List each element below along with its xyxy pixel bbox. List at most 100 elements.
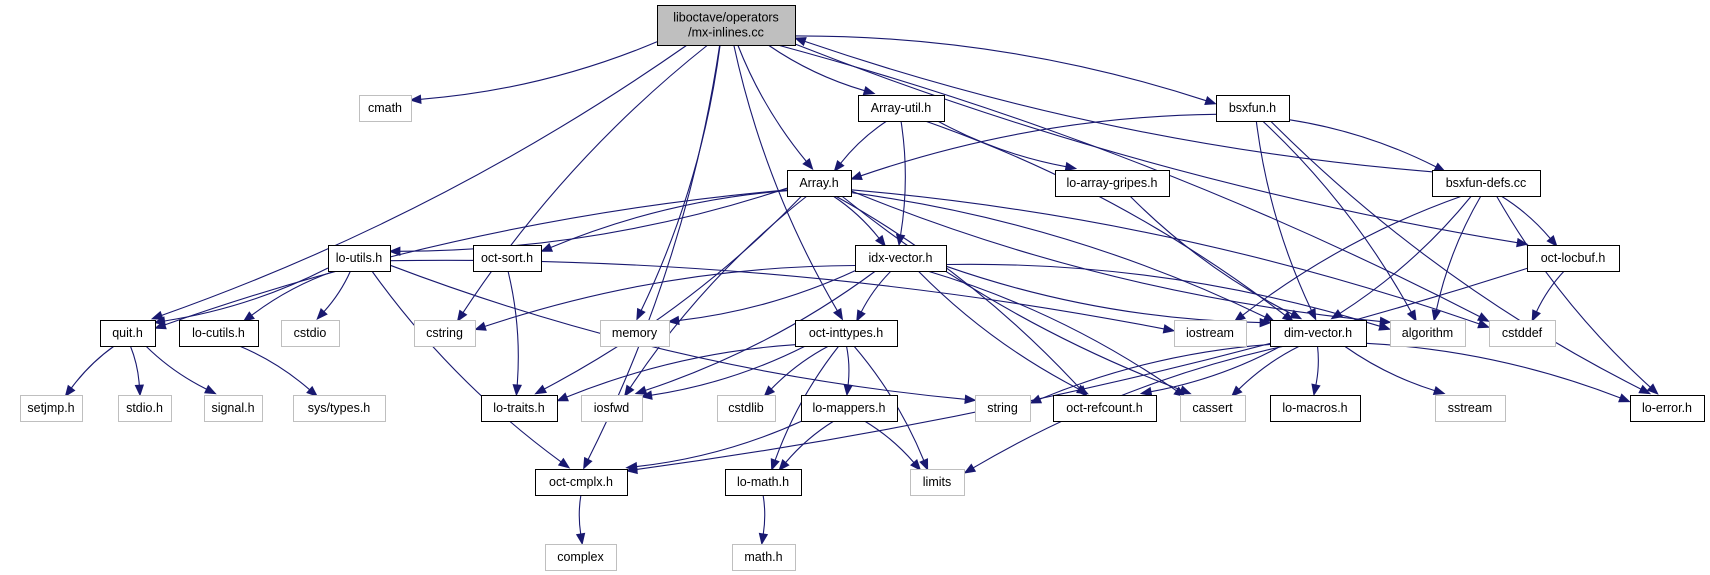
node-oct-sort[interactable]: oct-sort.h bbox=[473, 245, 542, 272]
node-lo-array-gripes[interactable]: lo-array-gripes.h bbox=[1055, 170, 1170, 197]
node-box bbox=[414, 320, 476, 347]
edge-idx-vector-to-oct-refcount bbox=[917, 270, 1089, 395]
node-lo-math[interactable]: lo-math.h bbox=[725, 469, 802, 496]
node-lo-error[interactable]: lo-error.h bbox=[1630, 395, 1705, 422]
node-box bbox=[1055, 170, 1170, 197]
edges-layer bbox=[64, 35, 1659, 546]
arrowhead-icon bbox=[763, 385, 776, 398]
edge-dim-vector-to-lo-error bbox=[1365, 342, 1631, 403]
edge-array-to-idx-vector bbox=[832, 195, 887, 248]
node-dim-vector[interactable]: dim-vector.h bbox=[1270, 320, 1367, 347]
edge-bsxfun-defs-to-oct-locbuf bbox=[1500, 195, 1558, 248]
arrowhead-icon bbox=[770, 458, 780, 471]
node-array[interactable]: Array.h bbox=[787, 170, 852, 197]
node-lo-mappers[interactable]: lo-mappers.h bbox=[801, 395, 898, 422]
node-label: quit.h bbox=[112, 326, 143, 340]
node-quit[interactable]: quit.h bbox=[100, 320, 156, 347]
node-label: oct-sort.h bbox=[481, 251, 533, 265]
node-label: cassert bbox=[1192, 401, 1233, 415]
edge-line bbox=[860, 270, 892, 313]
node-label: oct-locbuf.h bbox=[1541, 251, 1606, 265]
node-bsxfun[interactable]: bsxfun.h bbox=[1216, 95, 1290, 122]
edge-line bbox=[737, 44, 807, 162]
node-box bbox=[795, 320, 898, 347]
edge-lo-mappers-to-lo-math bbox=[778, 420, 835, 472]
edge-array-util-to-lo-array-gripes bbox=[937, 120, 1078, 172]
node-box bbox=[801, 395, 898, 422]
edge-array-to-dim-vector bbox=[850, 192, 1276, 323]
edge-line bbox=[804, 40, 1433, 173]
arrowhead-icon bbox=[640, 390, 653, 400]
edge-line bbox=[251, 270, 335, 316]
edge-line bbox=[945, 265, 1261, 324]
edge-line bbox=[794, 43, 1518, 244]
edge-line bbox=[841, 195, 1182, 391]
node-label: dim-vector.h bbox=[1284, 326, 1352, 340]
edge-lo-utils-to-lo-cutils bbox=[242, 270, 335, 323]
node-oct-inttypes[interactable]: oct-inttypes.h bbox=[795, 320, 898, 347]
node-label: algorithm bbox=[1402, 326, 1453, 340]
edge-line bbox=[678, 270, 856, 322]
edge-dim-vector-to-lo-macros bbox=[1311, 345, 1321, 397]
node-box bbox=[179, 320, 259, 347]
arrowhead-icon bbox=[1230, 385, 1243, 398]
edge-line bbox=[550, 190, 788, 249]
node-bsxfun-defs[interactable]: bsxfun-defs.cc bbox=[1432, 170, 1541, 197]
edge-line bbox=[507, 270, 519, 386]
edge-root-to-cstddef bbox=[777, 44, 1490, 322]
node-oct-locbuf[interactable]: oct-locbuf.h bbox=[1527, 245, 1620, 272]
edge-line bbox=[420, 41, 658, 100]
node-box bbox=[1489, 320, 1556, 347]
edge-line bbox=[636, 420, 803, 468]
node-array-util[interactable]: Array-util.h bbox=[858, 95, 945, 122]
node-box bbox=[1053, 395, 1157, 422]
edge-line bbox=[161, 44, 688, 316]
node-lo-traits[interactable]: lo-traits.h bbox=[481, 395, 558, 422]
node-label: Array.h bbox=[799, 176, 838, 190]
edge-root-to-quit bbox=[150, 44, 688, 320]
node-iosfwd: iosfwd bbox=[581, 395, 643, 422]
edge-oct-inttypes-to-lo-mappers bbox=[843, 345, 853, 397]
node-lo-utils[interactable]: lo-utils.h bbox=[328, 245, 391, 272]
node-label: signal.h bbox=[211, 401, 254, 415]
arrowhead-icon bbox=[512, 384, 522, 397]
arrowhead-icon bbox=[919, 458, 929, 471]
node-box bbox=[473, 245, 542, 272]
node-box bbox=[787, 170, 852, 197]
edge-oct-cmplx-to-complex bbox=[575, 494, 586, 546]
node-label: cmath bbox=[368, 101, 402, 115]
edge-line bbox=[645, 270, 876, 391]
node-label: lo-macros.h bbox=[1282, 401, 1347, 415]
arrowhead-icon bbox=[833, 159, 845, 173]
edge-line bbox=[850, 192, 1266, 318]
node-box bbox=[910, 469, 965, 496]
node-box bbox=[281, 320, 340, 347]
edge-line bbox=[1288, 119, 1437, 168]
node-lo-cutils[interactable]: lo-cutils.h bbox=[179, 320, 259, 347]
node-lo-macros[interactable]: lo-macros.h bbox=[1270, 395, 1361, 422]
node-box bbox=[732, 544, 796, 571]
edge-dim-vector-to-cassert bbox=[1230, 345, 1300, 398]
node-setjmp: setjmp.h bbox=[20, 395, 83, 422]
node-root[interactable]: liboctave/operators/mx-inlines.cc bbox=[657, 5, 796, 46]
arrowhead-icon bbox=[583, 456, 593, 470]
edge-array-to-quit bbox=[154, 189, 788, 330]
node-label: iosfwd bbox=[594, 401, 629, 415]
node-label: oct-cmplx.h bbox=[549, 475, 613, 489]
node-box bbox=[1270, 395, 1361, 422]
arrowhead-icon bbox=[794, 37, 807, 47]
node-label: bsxfun-defs.cc bbox=[1446, 176, 1527, 190]
arrowhead-icon bbox=[153, 316, 166, 326]
arrowhead-icon bbox=[667, 315, 680, 326]
edge-root-to-oct-locbuf bbox=[794, 43, 1529, 248]
node-idx-vector[interactable]: idx-vector.h bbox=[855, 245, 947, 272]
arrowhead-icon bbox=[1546, 235, 1558, 248]
node-box bbox=[481, 395, 558, 422]
node-oct-refcount[interactable]: oct-refcount.h bbox=[1053, 395, 1157, 422]
node-label: sys/types.h bbox=[308, 401, 371, 415]
edge-root-to-array-util bbox=[767, 44, 876, 96]
edge-line bbox=[1500, 195, 1551, 239]
node-oct-cmplx[interactable]: oct-cmplx.h bbox=[535, 469, 628, 496]
edge-idx-vector-to-cassert bbox=[927, 270, 1186, 398]
